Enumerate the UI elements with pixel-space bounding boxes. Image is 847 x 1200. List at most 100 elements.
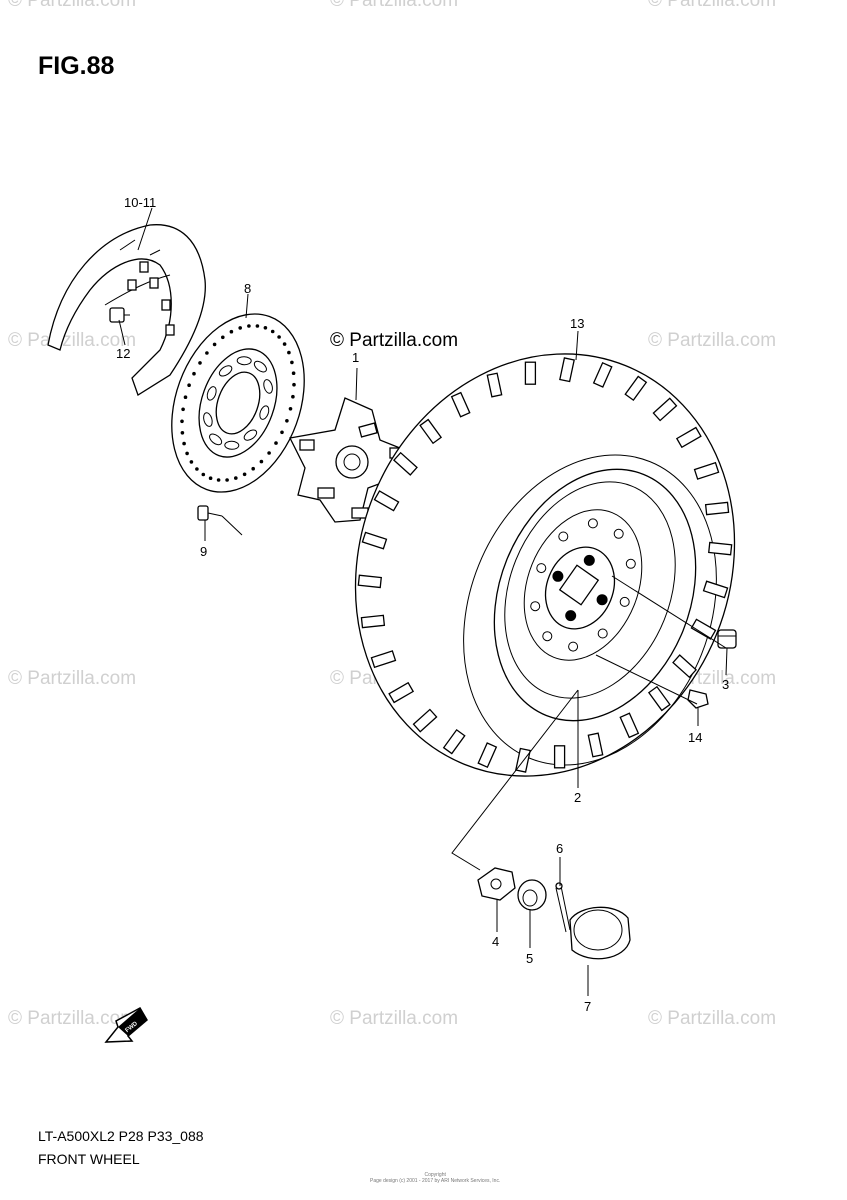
- tread-lug: [412, 708, 438, 733]
- part-label: 7: [584, 999, 591, 1014]
- rim-hole: [597, 628, 608, 639]
- tread-lug: [450, 391, 471, 418]
- disc-hole: [247, 324, 251, 328]
- brake-disc[interactable]: [148, 295, 327, 510]
- model-code: LT-A500XL2 P28 P33_088: [38, 1128, 204, 1144]
- tread-lug: [442, 728, 466, 755]
- tread-lug: [624, 375, 648, 402]
- leader-lines: [118, 207, 728, 996]
- disc-slot: [218, 365, 233, 377]
- tread-lug: [690, 618, 717, 640]
- disc-hole: [229, 329, 234, 334]
- lug-hole: [596, 594, 608, 606]
- disc-hole: [259, 459, 264, 464]
- disc-hole: [270, 329, 275, 334]
- disc-hole: [274, 441, 278, 445]
- washer[interactable]: [477, 867, 516, 901]
- cover-bolt[interactable]: [109, 307, 130, 323]
- tread-lug: [373, 490, 400, 512]
- disc-hole: [205, 351, 209, 355]
- disc-hole: [181, 407, 185, 412]
- disc-hole: [187, 383, 191, 388]
- disc-hole: [189, 460, 194, 464]
- rim-hole: [542, 631, 553, 642]
- disc-hole: [201, 472, 206, 477]
- disc-hole: [192, 371, 196, 376]
- disc-bolt[interactable]: [197, 505, 223, 521]
- part-label: 12: [116, 346, 130, 361]
- wheel-rim[interactable]: [458, 439, 732, 751]
- valve[interactable]: [687, 689, 709, 709]
- part-label: 13: [570, 316, 584, 331]
- figure-title: FIG.88: [38, 52, 115, 80]
- disc-slot: [236, 356, 252, 366]
- tread-lug: [708, 541, 733, 556]
- rim-hole: [625, 558, 636, 569]
- lug-hole: [583, 554, 595, 566]
- tread-lug: [672, 654, 697, 679]
- hub-cap[interactable]: [569, 906, 631, 960]
- tread-lug: [592, 361, 613, 388]
- rim-hole: [619, 596, 630, 607]
- rim-hole: [558, 531, 569, 542]
- tread-lug: [559, 357, 575, 383]
- watermark: © Partzilla.com: [330, 1008, 459, 1029]
- copyright-line: Page design (c) 2001 - 2017 by ARI Netwo…: [370, 1178, 501, 1184]
- disc-hole: [234, 476, 238, 480]
- hub-nut[interactable]: [517, 879, 547, 911]
- disc-hole: [285, 419, 289, 423]
- tread-lug: [360, 614, 386, 629]
- tread-lug: [553, 745, 566, 769]
- wheel-nut[interactable]: [717, 629, 737, 649]
- rim-hole: [587, 518, 598, 529]
- tread-lug: [419, 418, 443, 445]
- tread-lug: [702, 580, 729, 599]
- watermark: © Partzilla.com: [8, 330, 137, 351]
- disc-slot: [259, 405, 270, 420]
- copyright-line: Copyright: [424, 1172, 446, 1178]
- disc-hole: [212, 342, 217, 347]
- part-label: 3: [722, 677, 729, 692]
- disc-slot: [206, 386, 217, 401]
- watermark: © Partzilla.com: [648, 0, 777, 11]
- tread-lug: [693, 461, 720, 480]
- part-label: 14: [688, 730, 702, 745]
- disc-hole: [182, 441, 186, 446]
- tread-lug: [619, 712, 640, 739]
- watermark: © Partzilla.com: [648, 330, 777, 351]
- watermark: © Partzilla.com: [8, 668, 137, 689]
- tread-lug: [587, 732, 604, 758]
- part-label: 4: [492, 934, 499, 949]
- watermark: © Partzilla.com: [330, 0, 459, 11]
- disc-hole: [183, 395, 188, 400]
- disc-hole: [208, 476, 213, 481]
- tread-lug: [647, 685, 671, 712]
- part-label: 6: [556, 841, 563, 856]
- cotter-pin[interactable]: [555, 882, 571, 933]
- rim-hole: [568, 641, 579, 652]
- watermark: © Partzilla.com: [8, 0, 137, 11]
- copyright-notice: Copyright Page design (c) 2001 - 2017 by…: [370, 1172, 500, 1184]
- disc-hole: [195, 467, 199, 471]
- disc-hole: [291, 394, 295, 399]
- tread-lug: [704, 501, 730, 516]
- disc-slot: [209, 433, 223, 446]
- figure-caption: FRONT WHEEL: [38, 1151, 140, 1167]
- tread-lug: [370, 650, 397, 669]
- disc-slot: [263, 379, 273, 394]
- disc-hole: [242, 472, 247, 477]
- wheel-hub[interactable]: [289, 397, 407, 523]
- watermark: © Partzilla.com: [8, 1008, 137, 1029]
- brake-disc-cover[interactable]: [47, 224, 206, 396]
- tread-lug: [388, 681, 415, 704]
- disc-slot: [253, 360, 267, 373]
- watermark: © Partzilla.com: [648, 1008, 777, 1029]
- tread-lug: [393, 451, 418, 476]
- lug-hole: [552, 570, 564, 582]
- disc-hole: [225, 478, 229, 482]
- part-label: 9: [200, 544, 207, 559]
- tread-lug: [361, 531, 388, 550]
- disc-hole: [290, 360, 294, 365]
- disc-hole: [263, 326, 268, 330]
